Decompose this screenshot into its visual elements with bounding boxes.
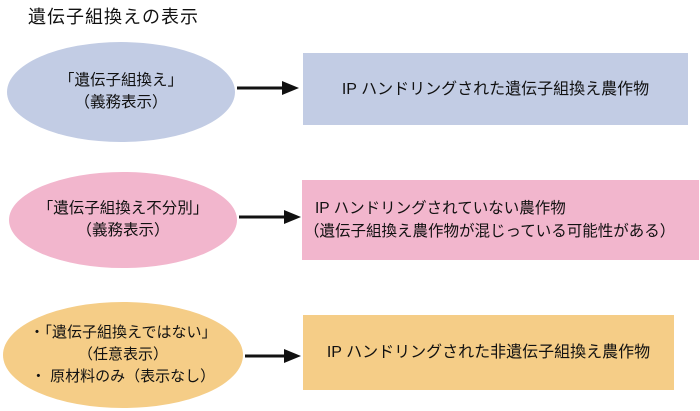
result-box-gmo: IP ハンドリングされた遺伝子組換え農作物 bbox=[303, 53, 688, 125]
ellipse-non-gmo: ・「遺伝子組換えではない」 （任意表示） ・ 原材料のみ（表示なし） bbox=[3, 302, 243, 408]
ellipse-line: （義務表示） bbox=[76, 222, 170, 239]
ellipse-gmo-mandatory: 「遺伝子組換え」 （義務表示） bbox=[7, 42, 235, 142]
box-line: IP ハンドリングされた非遺伝子組換え農作物 bbox=[326, 344, 651, 361]
box-line: IP ハンドリングされた遺伝子組換え農作物 bbox=[341, 80, 650, 98]
box-line: （遺伝子組換え農作物が混じっている可能性がある） bbox=[304, 223, 676, 240]
arrow-right-icon bbox=[239, 210, 301, 224]
ellipse-gmo-nonsegregated: 「遺伝子組換え不分別」 （義務表示） bbox=[9, 172, 237, 268]
ellipse-line: （任意表示） bbox=[77, 346, 168, 363]
ellipse-line: （義務表示） bbox=[74, 94, 168, 111]
box-line: IP ハンドリングされていない農作物 bbox=[315, 200, 566, 217]
arrow-right-icon bbox=[237, 81, 299, 95]
page-title: 遺伝子組換えの表示 bbox=[28, 7, 199, 27]
ellipse-line: ・ 原材料のみ（表示なし） bbox=[30, 368, 216, 385]
ellipse-line: ・「遺伝子組換えではない」 bbox=[29, 324, 217, 341]
result-box-non-ip: IP ハンドリングされていない農作物 （遺伝子組換え農作物が混じっている可能性が… bbox=[302, 180, 699, 260]
result-box-non-gmo: IP ハンドリングされた非遺伝子組換え農作物 bbox=[303, 315, 674, 390]
ellipse-line: 「遺伝子組換え不分別」 bbox=[37, 200, 209, 217]
ellipse-line: 「遺伝子組換え」 bbox=[58, 72, 183, 89]
arrow-right-icon bbox=[245, 349, 301, 363]
